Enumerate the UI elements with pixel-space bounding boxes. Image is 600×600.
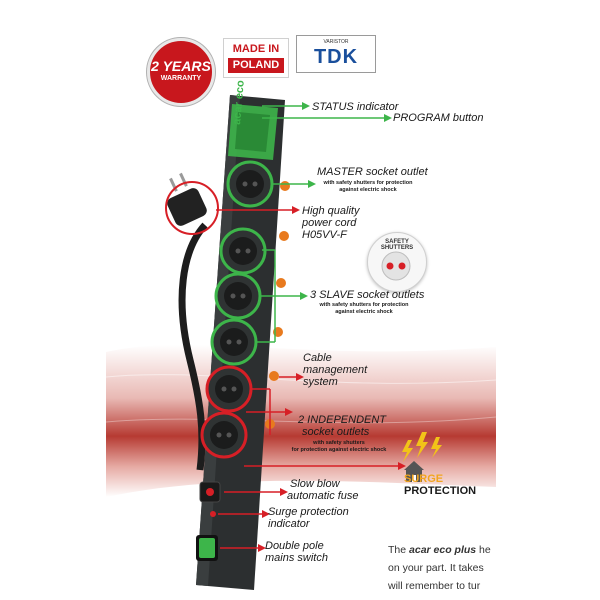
body-text-prefix: The [388, 544, 410, 556]
surge-word: SURGE [404, 473, 444, 485]
warranty-label: WARRANTY [160, 75, 202, 82]
red-leader-lines [216, 209, 398, 549]
socket-master [226, 160, 274, 208]
label-slave-title: 3 SLAVE socket outlets [310, 289, 425, 301]
text-clip-mask [496, 530, 600, 600]
label-slave-sub1: with safety shutters for protection [319, 302, 409, 308]
body-text-line3: will remember to tur [388, 580, 481, 592]
shutters-label: SAFETY SHUTTERS [380, 239, 414, 251]
body-text-rest: he [476, 544, 491, 556]
label-cord-line2: power cord [302, 217, 357, 229]
label-surge-line1: Surge protection [268, 506, 349, 518]
label-master-sub2: against electric shock [339, 187, 397, 193]
body-text-line1: The acar eco plus he [388, 544, 491, 556]
socket-slave-2 [214, 272, 262, 320]
socket-slave-3 [210, 318, 258, 366]
label-cord-line3: H05VV-F [302, 229, 347, 241]
label-cord-line1: High quality [302, 205, 360, 217]
label-independent-sub2: for protection against electric shock [291, 447, 387, 453]
strip-brand-label: acar eco [231, 79, 247, 125]
label-status-indicator: STATUS indicator [312, 101, 399, 113]
label-program-button: PROGRAM button [393, 112, 484, 124]
label-switch-line2: mains switch [265, 552, 328, 564]
warranty-badge: 2 YEARS WARRANTY [147, 38, 215, 106]
label-cable-line1: Cable [303, 352, 332, 364]
label-independent-sub1: with safety shutters [313, 440, 365, 446]
lightning-bolts-icon [402, 432, 442, 462]
varistor-text: VARISTOR [323, 39, 349, 45]
mains-switch [196, 535, 218, 561]
label-cable-line3: system [303, 376, 338, 388]
socket-slave-1 [219, 227, 267, 275]
shutter-socket-icon [381, 251, 411, 281]
socket-independent-1 [205, 365, 253, 413]
protection-word: PROTECTION [404, 485, 477, 497]
label-independent-line1: 2 INDEPENDENT [298, 414, 387, 426]
surge-house-icon [404, 461, 424, 482]
automatic-fuse [199, 481, 221, 503]
body-text-line2: on your part. It takes [388, 562, 484, 574]
label-surge-line2: indicator [268, 518, 310, 530]
label-master-title: MASTER socket outlet [317, 166, 428, 178]
label-fuse-line2: automatic fuse [287, 490, 359, 502]
safety-shutters-badge: SAFETY SHUTTERS [367, 232, 427, 292]
surge-protection-badge: SURGE PROTECTION [404, 473, 476, 497]
green-leader-lines [256, 105, 384, 343]
tdk-varistor-badge: VARISTOR TDK [296, 35, 376, 73]
surge-indicator-led [210, 511, 216, 517]
warranty-years: 2 YEARS [151, 58, 211, 74]
label-independent-line2: socket outlets [302, 426, 370, 438]
body-text-brand: acar eco plus [409, 544, 477, 556]
red-arrowheads [258, 206, 406, 552]
tdk-logo-text: TDK [313, 46, 359, 68]
plug-highlight-circle [165, 181, 219, 235]
label-master-sub1: with safety shutters for protection [323, 180, 413, 186]
poland-text: POLAND [228, 58, 284, 73]
power-plug [167, 172, 207, 226]
label-slave-sub2: against electric shock [335, 309, 393, 315]
made-in-poland-badge: MADE IN POLAND [223, 38, 289, 78]
label-cable-line2: management [303, 364, 368, 376]
label-fuse-line1: Slow blow [290, 478, 340, 490]
green-arrowheads [300, 102, 392, 300]
made-in-text: MADE IN [232, 43, 280, 55]
socket-independent-2 [200, 411, 248, 459]
label-switch-line1: Double pole [265, 540, 324, 552]
